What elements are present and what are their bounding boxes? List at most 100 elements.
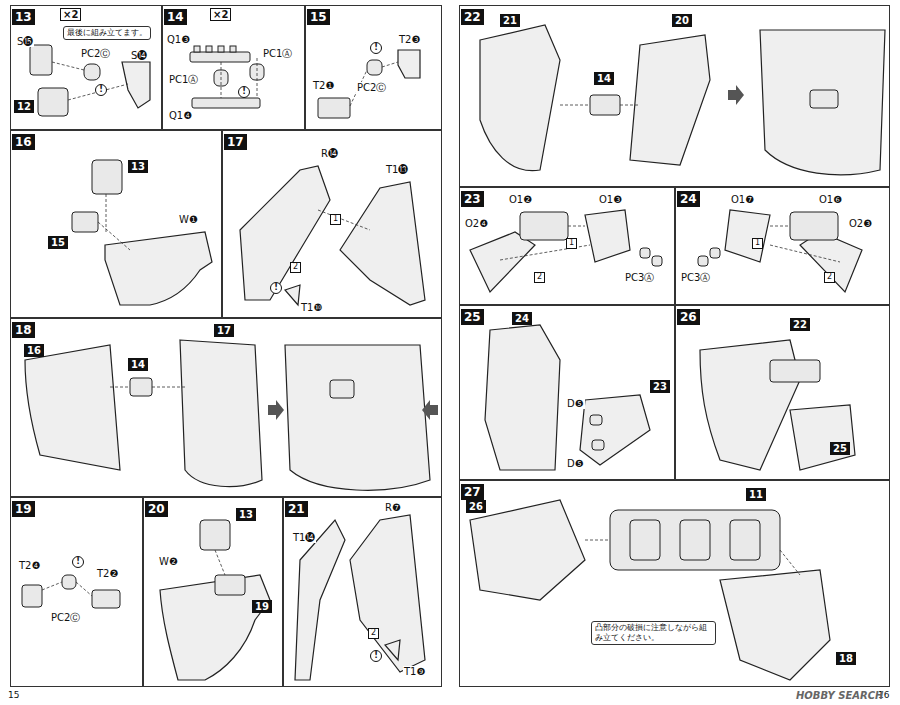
part-shape (38, 88, 68, 116)
assembly-guide (560, 105, 590, 106)
part-code: O2❸ (848, 218, 873, 229)
part-outline (240, 166, 330, 300)
subassembly-number: 13 (128, 160, 148, 173)
part-code: PC2Ⓒ (80, 48, 111, 59)
part-outline (725, 210, 770, 262)
part-code: PC1Ⓐ (168, 74, 199, 85)
assembly-guide (221, 62, 222, 98)
part-outline (470, 232, 535, 292)
part-outline (285, 345, 430, 490)
subassembly-number: 23 (650, 380, 670, 393)
assembly-guide (568, 226, 585, 227)
step-number: 17 (224, 134, 247, 150)
step-panel: 24 (675, 187, 890, 305)
part-shape (92, 590, 120, 608)
order-marker: 2 (824, 272, 835, 283)
part-shape (520, 212, 568, 240)
order-marker: 1 (752, 238, 763, 249)
part-outline (485, 325, 560, 470)
part-code: T1❾ (403, 666, 426, 677)
assembly-guide (152, 387, 185, 388)
subassembly-number: 20 (672, 14, 692, 27)
step-panel: 27凸部分の破損に注意しながら組み立てください。 (459, 480, 890, 687)
step-number: 14 (164, 9, 187, 25)
subassembly-number: 12 (14, 100, 34, 113)
part-shape (630, 520, 660, 560)
part-shape (200, 520, 230, 550)
subassembly-number: 13 (236, 508, 256, 521)
part-outline (105, 232, 212, 305)
part-code: PC3Ⓐ (624, 272, 655, 283)
part-outline (122, 62, 150, 108)
flow-arrow (268, 400, 284, 420)
note-box: 凸部分の破損に注意しながら組み立てください。 (591, 621, 716, 645)
part-code: O1❻ (818, 194, 843, 205)
assembly-guide (52, 62, 84, 70)
part-code: D❺ (566, 398, 585, 409)
part-shape (190, 52, 250, 62)
flow-arrow (422, 400, 438, 420)
step-number: 26 (677, 309, 700, 325)
step-number: 16 (12, 134, 35, 150)
part-shape (680, 520, 710, 560)
subassembly-number: 17 (214, 324, 234, 337)
part-shape (84, 64, 100, 80)
assembly-guide (215, 550, 225, 575)
step-number: 18 (12, 322, 35, 338)
subassembly-number: 16 (24, 344, 44, 357)
step-panel: 26 (675, 305, 890, 480)
part-outline (350, 515, 425, 672)
part-shape (330, 380, 354, 398)
part-shape (22, 585, 42, 607)
part-code: Q1❸ (166, 34, 191, 45)
part-outline (285, 285, 300, 305)
part-shape (130, 378, 152, 396)
part-code: PC2Ⓒ (356, 82, 387, 93)
part-shape (590, 95, 620, 115)
part-outline (180, 340, 262, 487)
part-code: W❷ (158, 556, 179, 567)
quantity-tag: ×2 (210, 8, 231, 21)
assembly-guide (106, 194, 107, 232)
part-code: T1❿ (300, 302, 323, 313)
part-shape (92, 160, 122, 194)
part-outline (580, 395, 650, 465)
caution-mark: ! (72, 556, 84, 568)
step-number: 21 (285, 501, 308, 517)
note-text: 最後に組み立てます。 (67, 28, 147, 37)
caution-mark: ! (95, 84, 107, 96)
note-text: 凸部分の破損に注意しながら組み立てください。 (595, 623, 707, 642)
assembly-guide (98, 222, 130, 250)
part-shape (652, 256, 662, 266)
assembly-guide (68, 84, 128, 100)
assembly-guide (770, 245, 840, 262)
watermark: HOBBY SEARCH (796, 690, 883, 701)
part-shape (698, 256, 708, 266)
order-marker: 1 (330, 214, 341, 225)
part-outline (25, 345, 120, 470)
part-shape (72, 212, 98, 232)
step-number: 23 (461, 191, 484, 207)
part-shape (610, 510, 780, 570)
part-code: PC2Ⓒ (50, 612, 81, 623)
subassembly-number: 18 (836, 652, 856, 665)
part-shape (218, 46, 224, 52)
part-shape (592, 440, 604, 450)
step-panel: 25 (459, 305, 675, 480)
part-outline (790, 405, 855, 470)
part-shape (590, 415, 602, 425)
assembly-guide (382, 62, 398, 67)
part-code: W❶ (178, 214, 199, 225)
step-number: 13 (12, 9, 35, 25)
part-shape (710, 248, 720, 258)
step-number: 19 (12, 501, 35, 517)
step-number: 22 (461, 9, 484, 25)
subassembly-number: 26 (466, 500, 486, 513)
step-panel: 15 (305, 5, 442, 130)
step-panel: 18 (10, 318, 442, 497)
part-code: Q1❹ (168, 110, 193, 121)
part-code: S⓯ (16, 36, 34, 47)
flow-arrow (728, 85, 744, 105)
part-shape (810, 90, 838, 108)
part-code: D❺ (566, 458, 585, 469)
